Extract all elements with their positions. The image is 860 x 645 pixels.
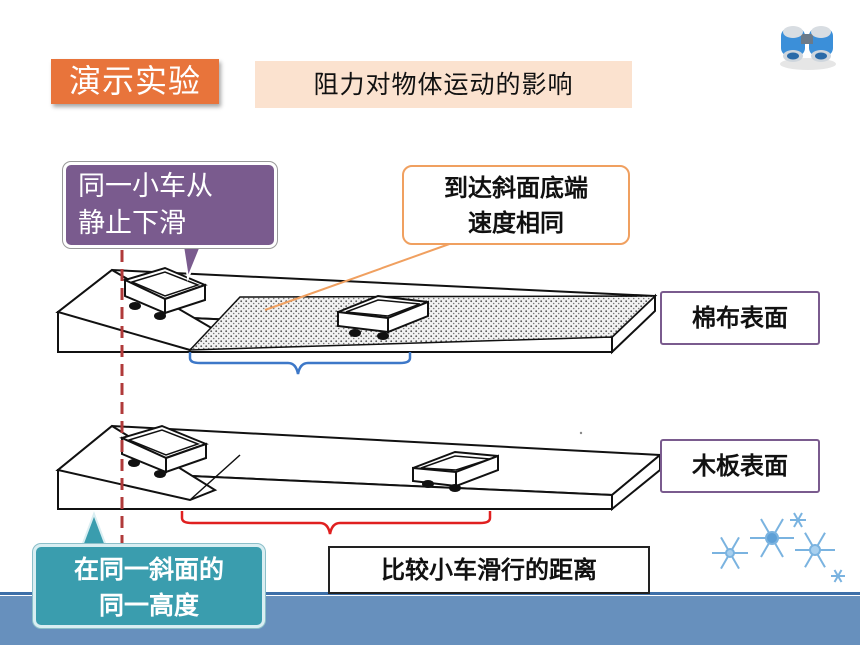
snowflake-icon [712,512,845,583]
same-car-callout: 同一小车从 静止下滑 [63,162,277,248]
same-speed-callout: 到达斜面底端 速度相同 [402,165,630,245]
binoculars-icon [780,26,836,70]
same-height-line-2: 同一高度 [98,591,199,620]
wood-surface-label: 木板表面 [660,439,820,493]
car-bottom-wood [412,450,499,492]
same-height-callout: 在同一斜面的 同一高度 [33,544,265,628]
same-car-line-2: 静止下滑 [78,208,186,239]
same-speed-line-1: 到达斜面底端 [444,174,588,202]
same-height-line-1: 在同一斜面的 [73,555,224,584]
cotton-surface-label: 棉布表面 [660,291,820,345]
demo-tag: 演示实验 [51,59,219,104]
cotton-track [55,268,658,355]
page-title: 阻力对物体运动的影响 [255,61,632,108]
car-bottom-ramp [119,424,209,478]
same-speed-line-2: 速度相同 [468,209,564,237]
snowflake-decoration [712,512,845,583]
compare-distance-label: 比较小车滑行的距离 [328,546,650,594]
same-car-line-1: 同一小车从 [78,171,213,202]
car-top-cloth [337,294,429,340]
car-top-ramp [122,266,208,320]
